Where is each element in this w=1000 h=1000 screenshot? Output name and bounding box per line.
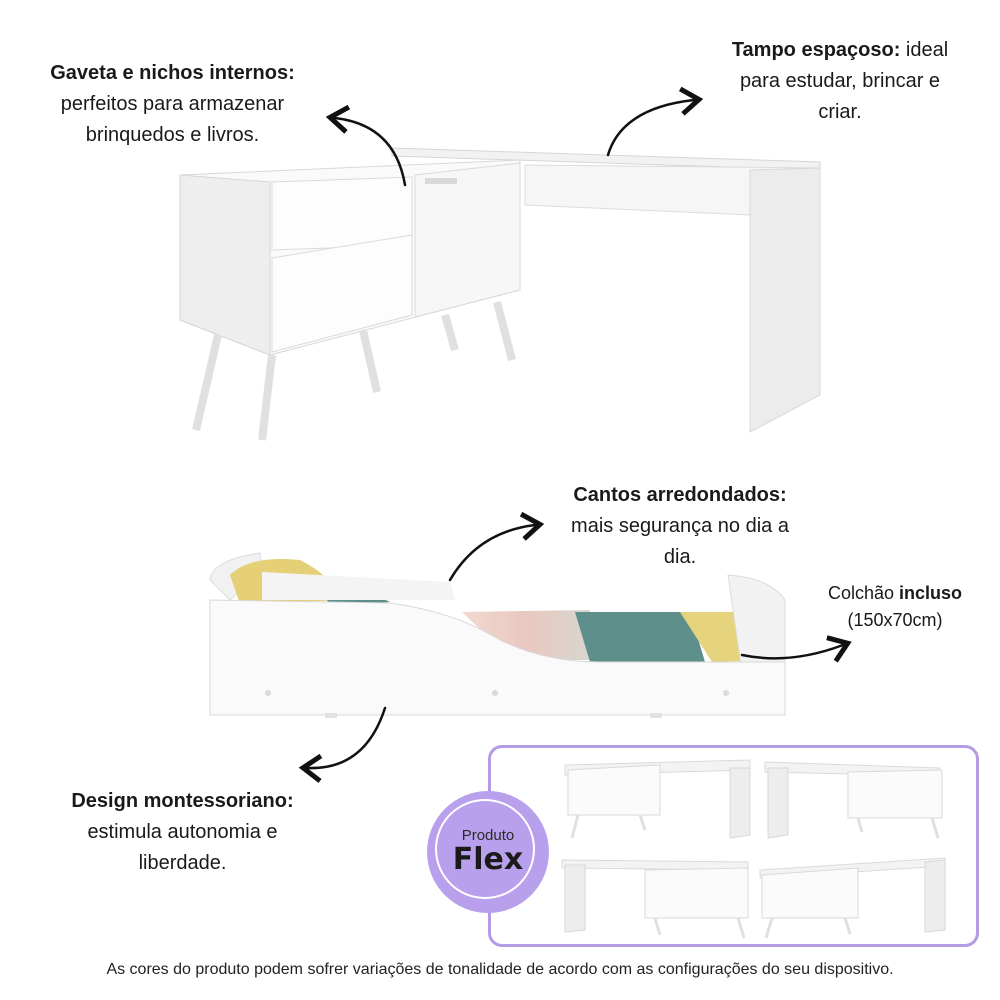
badge-ring [435, 799, 535, 899]
callout-top-rest: ideal [900, 39, 949, 61]
arrow-mattress [740, 635, 852, 663]
produto-flex-badge: Produto Flex [427, 791, 549, 913]
callout-mattress-pre: Colchão [827, 583, 900, 603]
callout-design: Design montessoriano: estimula autonomia… [40, 786, 325, 879]
callout-corners-line2: dia. [663, 546, 697, 568]
callout-top-line2: para estudar, brincar e [739, 70, 941, 92]
arrow-top [606, 86, 704, 157]
callout-design-title: Design montessoriano: [71, 790, 294, 812]
arrows [298, 86, 852, 783]
callout-drawer-line1: perfeitos para armazenar [60, 93, 285, 115]
callout-design-line2: liberdade. [138, 852, 227, 874]
callout-mattress-size: (150x70cm) [847, 610, 943, 630]
flex-config-1 [564, 759, 751, 839]
callout-drawer: Gaveta e nichos internos: perfeitos para… [20, 58, 325, 151]
arrow-design [298, 706, 387, 783]
callout-corners: Cantos arredondados: mais segurança no d… [540, 480, 820, 573]
callout-drawer-title: Gaveta e nichos internos: [50, 62, 295, 84]
arrow-drawer [325, 104, 407, 187]
arrow-corners [448, 511, 545, 582]
callout-top-title: Tampo espaçoso: [731, 39, 901, 61]
desk-illustration [179, 147, 821, 441]
color-disclaimer: As cores do produto podem sofrer variaçõ… [106, 961, 894, 978]
callout-top: Tampo espaçoso: ideal para estudar, brin… [700, 35, 980, 128]
bed-illustration [209, 552, 786, 718]
callout-mattress-bold: incluso [899, 583, 963, 603]
flex-config-2 [764, 761, 943, 839]
callout-corners-line1: mais segurança no dia a [571, 515, 789, 537]
flex-configurations-frame [488, 745, 979, 947]
callout-drawer-line2: brinquedos e livros. [85, 124, 260, 146]
callout-corners-title: Cantos arredondados: [573, 484, 787, 506]
flex-config-4 [759, 857, 946, 939]
flex-config-3 [561, 859, 749, 939]
callout-top-line3: criar. [818, 101, 862, 123]
callout-design-line1: estimula autonomia e [87, 821, 278, 843]
callout-mattress: Colchão incluso (150x70cm) [800, 580, 990, 634]
